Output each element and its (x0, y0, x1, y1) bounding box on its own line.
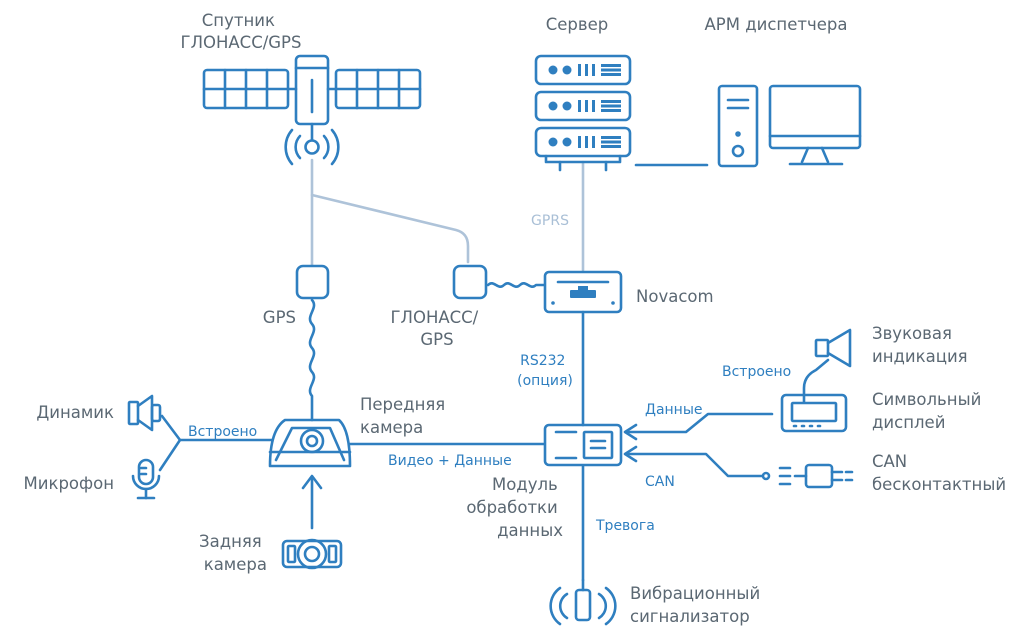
video-data-label: Видео + Данные (388, 453, 512, 469)
satellite-label-line: ГЛОНАСС/GPS (181, 33, 302, 52)
alarm-label-line: Тревога (595, 518, 655, 534)
sound-label-line: Звуковая (872, 324, 952, 343)
data-label: Данные (645, 402, 703, 418)
front-camera-label-line: Передняя (360, 395, 445, 414)
vibration-label: Вибрационный сигнализатор (630, 584, 765, 626)
gps-antenna-label-line: GPS (263, 308, 296, 327)
novacom-icon (543, 270, 623, 314)
can-reader-label-line: CAN (872, 452, 907, 471)
gps-antenna-icon (295, 264, 330, 300)
glonass-to-novacom-cable (486, 282, 546, 288)
glonass-antenna-label-line: GPS (420, 330, 453, 349)
can-link-label-line: CAN (645, 474, 675, 490)
builtin-right-label-line: Встроено (722, 364, 791, 380)
rear-camera-label-line: Задняя (199, 532, 262, 551)
vibration-label-line: Вибрационный (630, 584, 760, 603)
video-data-label-line: Видео + Данные (388, 453, 512, 469)
vibration-alarm-icon (549, 578, 617, 626)
can-link-label: CAN (645, 474, 675, 490)
front-camera-icon (268, 418, 352, 468)
glonass-antenna-label-line: ГЛОНАСС/ (390, 308, 478, 327)
module-icon (543, 423, 623, 467)
microphone-label-line: Микрофон (24, 474, 114, 493)
rear-camera-icon (281, 538, 343, 570)
module-label-line: Модуль (492, 475, 558, 494)
module-label: Модуль обработки данных (466, 475, 563, 540)
rear-camera-label: Задняя камера (199, 532, 267, 574)
module-label-line: обработки (466, 498, 557, 517)
glonass-antenna-label: ГЛОНАСС/ GPS (390, 308, 483, 349)
data-label-line: Данные (645, 402, 703, 418)
rear-camera-arrow (301, 474, 323, 490)
server-icon (534, 54, 632, 172)
can-reader-label: CAN бесконтактный (872, 452, 1006, 494)
rs232-label: RS232 (опция) (517, 353, 573, 389)
sound-label-line: индикация (872, 347, 968, 366)
workstation-icon (717, 84, 862, 168)
glonass-antenna-icon (452, 264, 488, 300)
gps-antenna-label: GPS (263, 308, 296, 327)
module-label-line: данных (497, 521, 563, 540)
sound-horn-icon (814, 328, 852, 368)
server-label-line: Сервер (546, 15, 609, 34)
rs232-label-line: (опция) (517, 373, 573, 389)
gprs-label-line: GPRS (531, 213, 569, 229)
microphone-label: Микрофон (24, 474, 114, 493)
satellite-label-line: Спутник (202, 11, 275, 30)
speaker-icon (127, 394, 162, 432)
gps-to-camera-cable (308, 298, 316, 422)
server-label: Сервер (546, 15, 609, 34)
satellite-icon (202, 54, 422, 166)
data-arrow (623, 423, 638, 441)
satellite-label: Спутник ГЛОНАСС/GPS (181, 11, 302, 52)
gprs-label: GPRS (531, 213, 569, 229)
workstation-label: АРМ диспетчера (705, 15, 848, 34)
display-label-line: дисплей (872, 413, 945, 432)
can-reader-icon (761, 463, 854, 489)
mic-to-camera-line (158, 438, 182, 472)
builtin-left-label: Встроено (188, 424, 257, 440)
builtin-right-label: Встроено (722, 364, 791, 380)
microphone-icon (131, 458, 161, 500)
builtin-left-label-line: Встроено (188, 424, 257, 440)
display-label: Символьный дисплей (872, 390, 987, 432)
novacom-label-line: Novacom (636, 287, 714, 306)
blue-links (158, 163, 830, 582)
satellite-links (310, 158, 585, 272)
satellite-to-glonass-line (310, 193, 470, 264)
speaker-label-line: Динамик (36, 403, 114, 422)
can-reader-label-line: бесконтактный (872, 475, 1006, 494)
display-label-line: Символьный (872, 390, 981, 409)
vibration-label-line: сигнализатор (630, 607, 750, 626)
display-to-module-line (624, 412, 774, 434)
can-to-module-line (624, 452, 764, 478)
rear-camera-label-line: камера (204, 555, 267, 574)
sound-label: Звуковая индикация (872, 324, 968, 366)
display-icon (780, 393, 848, 433)
rs232-label-line: RS232 (520, 353, 565, 369)
front-camera-label-line: камера (360, 418, 423, 437)
speaker-label: Динамик (36, 403, 114, 422)
novacom-label: Novacom (636, 287, 714, 306)
workstation-label-line: АРМ диспетчера (705, 15, 848, 34)
alarm-label: Тревога (595, 518, 655, 534)
front-camera-label: Передняя камера (360, 395, 450, 437)
display-to-sound-line (802, 358, 830, 404)
can-arrow (623, 445, 638, 463)
